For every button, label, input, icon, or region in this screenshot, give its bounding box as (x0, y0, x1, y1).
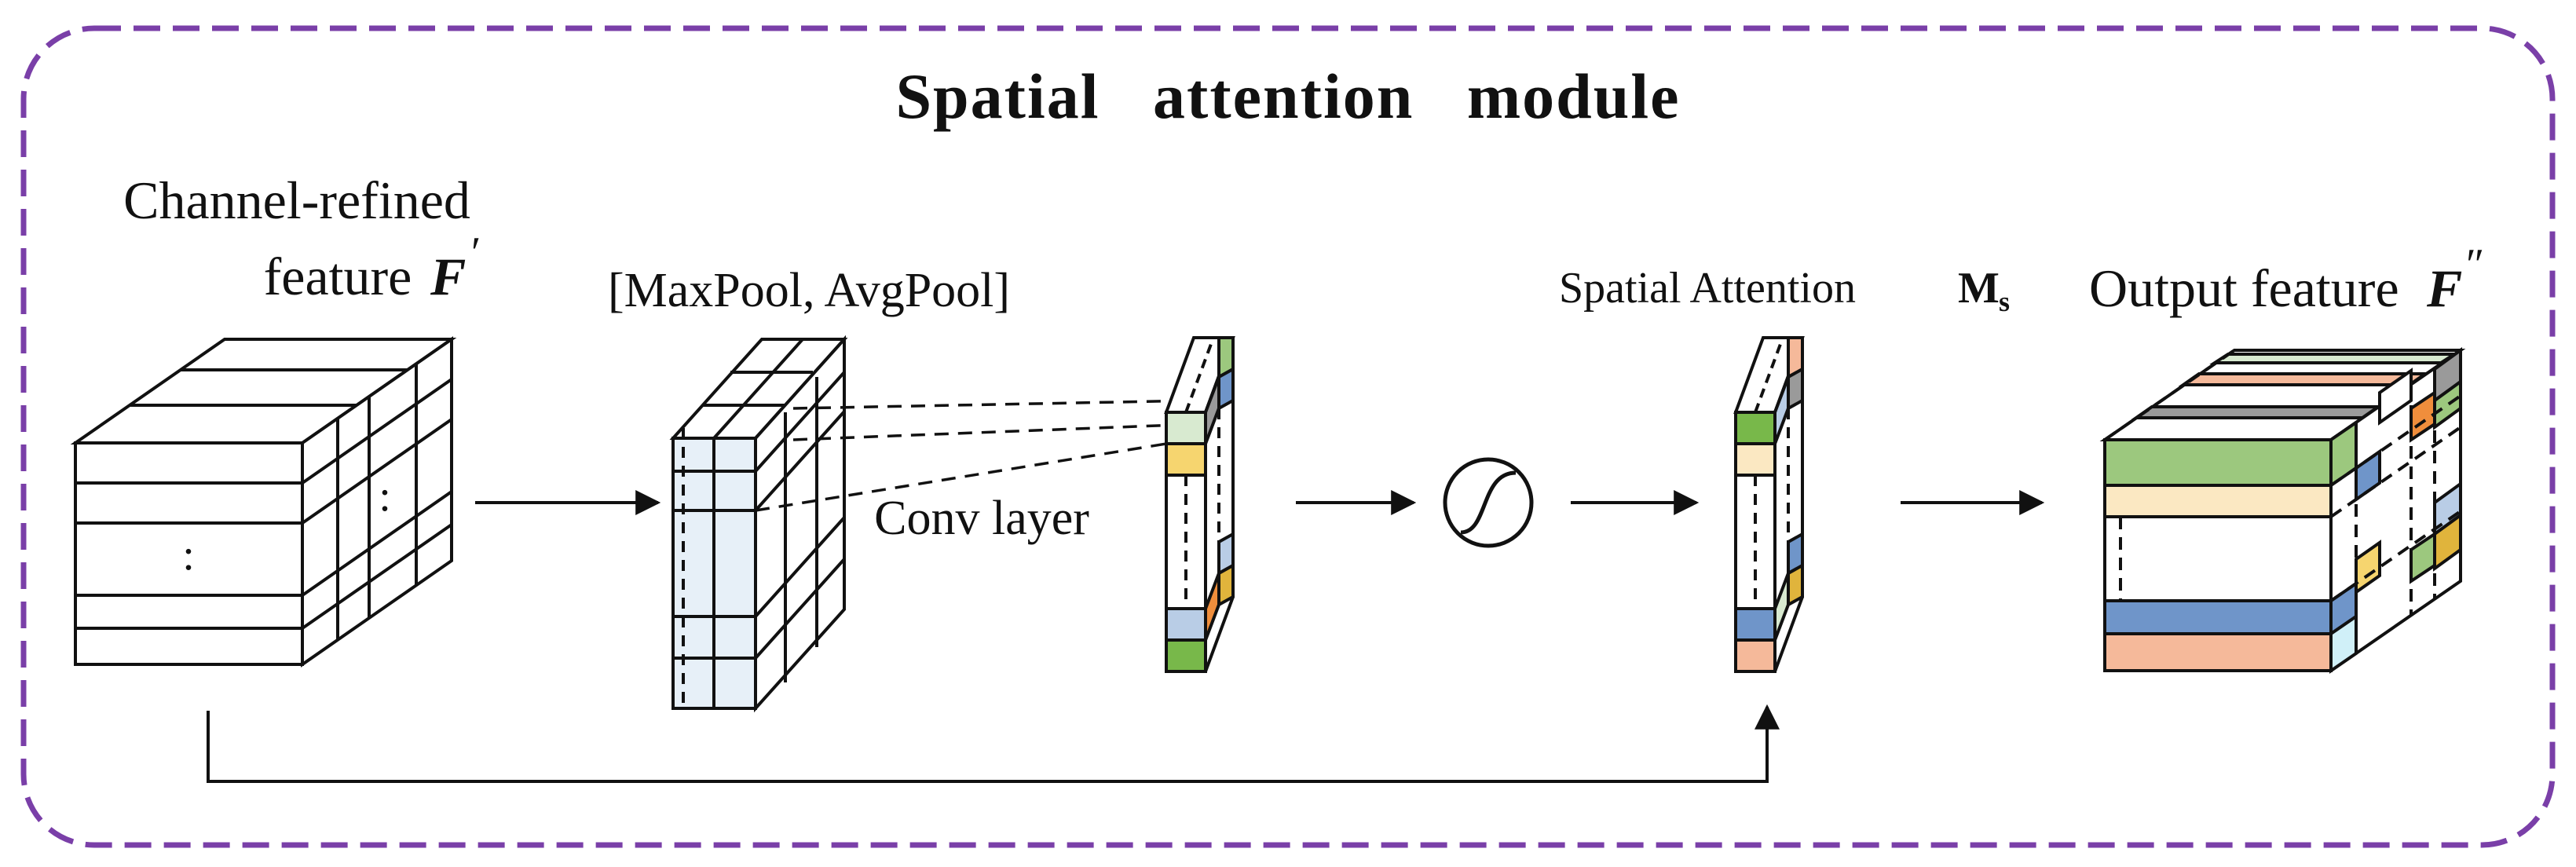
output-feature-symbol: F (2426, 258, 2462, 318)
output-feature-cube (2099, 347, 2466, 674)
conv-layer-label: Conv layer (874, 492, 1089, 545)
input-feature-prime: ′ (471, 229, 481, 277)
module-title: Spatial attention module (895, 60, 1680, 132)
attention-map-block (1733, 336, 1805, 673)
attention-subscript: s (1999, 286, 2010, 317)
input-feature-cube (70, 336, 457, 668)
attention-symbol: M (1958, 264, 2000, 313)
output-label: Output feature (2089, 258, 2399, 318)
input-label-line2: feature (264, 247, 412, 306)
conv-output-block (1164, 336, 1235, 673)
input-label-line1: Channel-refined (123, 170, 470, 230)
input-feature-symbol: F (430, 247, 466, 306)
pooled-feature-block (669, 335, 848, 713)
conv-projection-lines (755, 399, 1198, 512)
attention-label: Spatial Attention (1559, 264, 1856, 313)
input-cube-ellipsis-front: : (182, 531, 195, 580)
pool-label: [MaxPool, AvgPool] (608, 264, 1010, 317)
module-border (20, 25, 2556, 848)
sigmoid-icon (1443, 457, 1534, 548)
output-feature-prime: ″ (2466, 240, 2484, 289)
input-cube-ellipsis-side: : (379, 472, 391, 521)
skip-connection-arrow (207, 704, 1780, 783)
